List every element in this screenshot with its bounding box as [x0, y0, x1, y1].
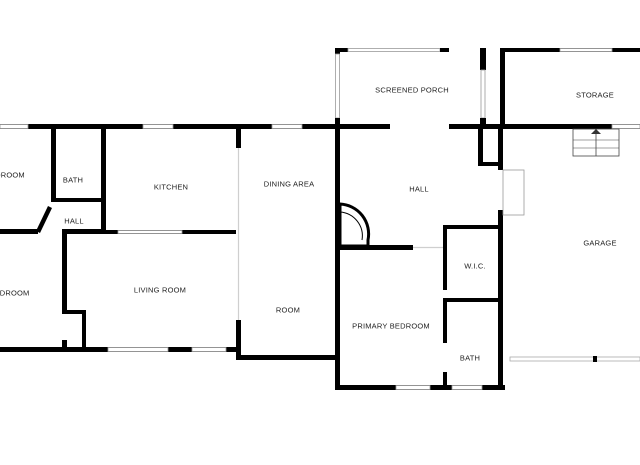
porch-screen: [480, 69, 486, 119]
wall: [82, 310, 86, 350]
room-label-bedroom-top: DROOM: [0, 170, 25, 180]
window: [559, 48, 613, 52]
wall-top-main: [0, 124, 390, 129]
wall: [62, 229, 106, 234]
room-label-living-room: LIVING ROOM: [133, 285, 187, 295]
wall: [0, 229, 38, 234]
wall: [62, 310, 86, 314]
wall: [443, 225, 447, 290]
room-label-screened-porch: SCREENED PORCH: [375, 85, 449, 95]
wall: [440, 48, 449, 52]
porch-screen: [335, 53, 340, 119]
wall-bottom-dining: [236, 355, 338, 360]
room-label-wic: W.I.C.: [464, 261, 486, 271]
wall: [498, 124, 503, 170]
wall: [443, 298, 503, 302]
window: [271, 124, 303, 129]
wall: [101, 200, 106, 234]
room-label-dining-area: DINING AREA: [263, 179, 315, 189]
wall: [51, 124, 56, 200]
wall: [443, 372, 447, 388]
room-label-bath-left: BATH: [62, 175, 84, 185]
wall: [335, 245, 340, 390]
window: [142, 124, 174, 129]
wall: [480, 48, 486, 70]
room-label-storage: STORAGE: [576, 90, 614, 100]
wall: [236, 320, 241, 358]
curved-stair-inner: [339, 211, 363, 241]
wall: [62, 340, 67, 350]
wall: [51, 198, 106, 202]
wall: [62, 229, 67, 314]
room-label-bath-primary: BATH: [459, 353, 481, 363]
room-label-kitchen: KITCHEN: [153, 182, 189, 192]
wall: [335, 245, 413, 250]
wall: [335, 124, 340, 248]
room-label-bedroom-bottom: EDROOM: [0, 288, 30, 298]
wall: [443, 298, 447, 343]
window: [117, 230, 183, 234]
room-label-garage: GARAGE: [583, 238, 617, 248]
room-label-room: ROOM: [275, 305, 301, 315]
wall: [443, 225, 503, 229]
wall: [478, 124, 483, 164]
room-label-hall-center: HALL: [409, 184, 429, 194]
wall: [335, 118, 340, 126]
wall: [236, 124, 241, 148]
window: [451, 385, 483, 390]
wall: [500, 48, 505, 128]
door-leaf: [36, 206, 52, 233]
garage-door: [509, 356, 640, 362]
window: [107, 347, 169, 352]
wall: [480, 118, 486, 126]
wall: [101, 124, 106, 200]
wall: [478, 162, 498, 166]
door-leaf: [502, 169, 525, 216]
curved-stair: [338, 202, 371, 248]
window: [611, 124, 640, 129]
room-label-primary-bedroom: PRIMARY BEDROOM: [352, 321, 430, 331]
stair-arrow-icon: [591, 129, 601, 134]
window: [191, 347, 227, 352]
porch-screen: [347, 48, 441, 52]
room-label-hall-left: HALL: [64, 216, 84, 226]
wall: [335, 48, 348, 52]
window: [395, 385, 431, 390]
wall-top-right: [449, 124, 640, 129]
wall: [498, 210, 503, 390]
window: [0, 124, 29, 129]
wall: [593, 356, 597, 362]
